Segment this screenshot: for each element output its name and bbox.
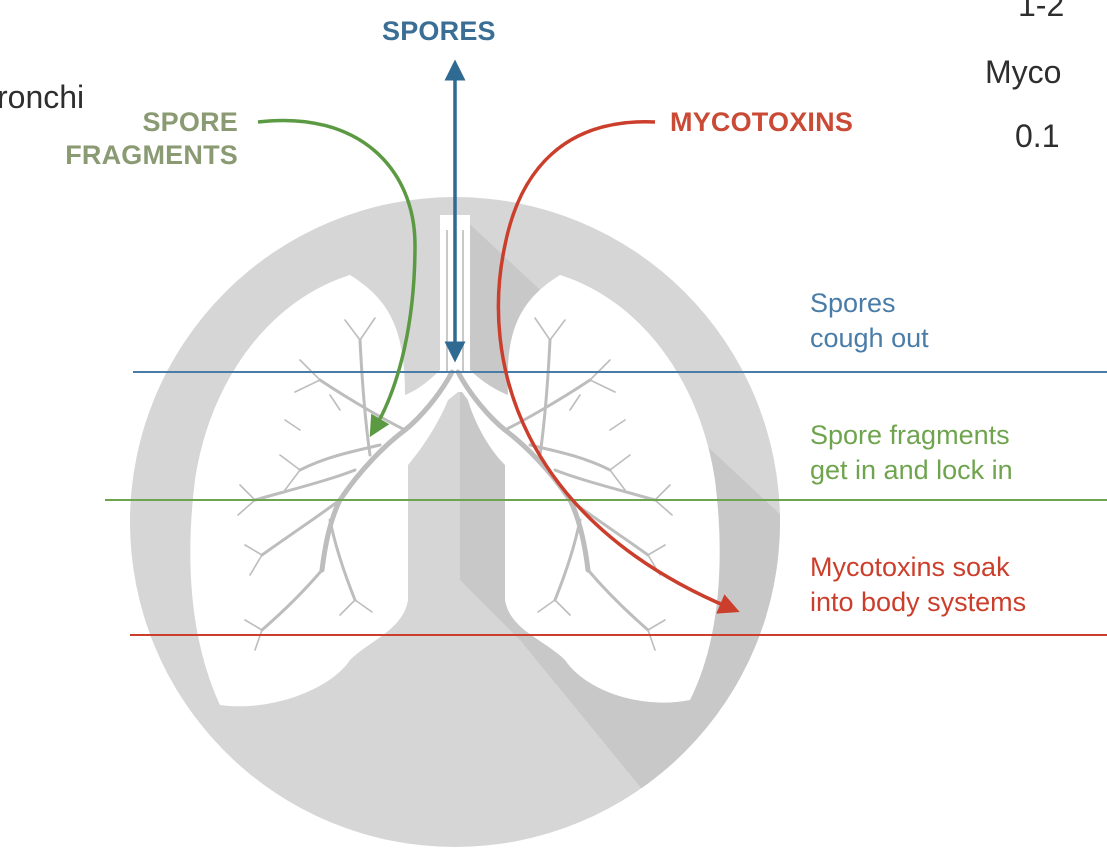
spore-fragments-header: SPORE FRAGMENTS [0,106,238,172]
spore-fragments-note: Spore fragments get in and lock in [810,418,1013,488]
cropped-text-top-right-1: 1-2 [1018,0,1064,24]
spore-fragments-header-line1: SPORE [142,107,238,137]
mycotoxins-note: Mycotoxins soak into body systems [810,550,1026,620]
spores-note-line1: Spores [810,288,896,318]
spores-note: Spores cough out [810,286,929,356]
mycotoxins-note-line1: Mycotoxins soak [810,552,1010,582]
spores-header: SPORES [382,16,496,47]
spore-fragments-note-line2: get in and lock in [810,455,1013,485]
mycotoxins-header: MYCOTOXINS [670,107,853,138]
spore-fragments-note-line1: Spore fragments [810,420,1010,450]
cropped-text-top-right-3: 0.1 [1015,117,1059,155]
spore-fragments-header-line2: FRAGMENTS [65,140,238,170]
mycotoxins-note-line2: into body systems [810,587,1026,617]
spores-note-line2: cough out [810,323,929,353]
cropped-text-top-right-2: Myco [985,53,1061,91]
